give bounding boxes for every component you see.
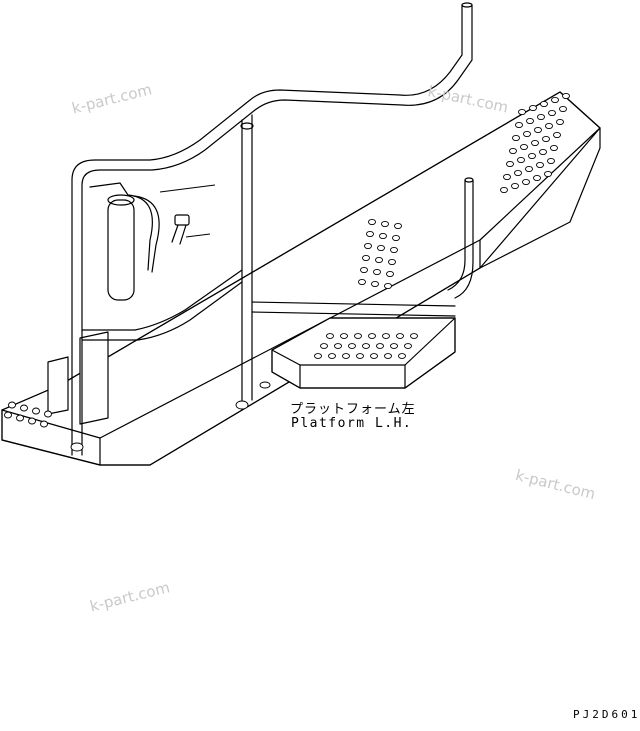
perforation-hole	[334, 343, 342, 349]
perforation-hole	[371, 280, 379, 288]
perforation-hole	[376, 343, 384, 349]
perforation-hole	[529, 104, 537, 112]
callout-english: Platform L.H.	[291, 416, 413, 431]
handrail	[70, 2, 474, 456]
perforation-hole	[362, 254, 370, 262]
perforation-hole	[362, 343, 370, 349]
perforation-hole	[544, 170, 552, 178]
perforation-hole	[562, 92, 570, 100]
step-hole-pattern	[314, 333, 418, 359]
perforation-hole	[523, 130, 531, 138]
bolt	[171, 214, 211, 245]
perforation-hole	[32, 407, 40, 415]
perforation-hole	[533, 174, 541, 182]
perforation-hole	[358, 278, 366, 286]
perforation-hole	[515, 121, 523, 129]
perforation-hole	[16, 414, 24, 422]
platform-deck	[1, 91, 601, 466]
perforation-hole	[500, 186, 508, 194]
perforation-hole	[509, 147, 517, 155]
perforation-hole	[531, 139, 539, 147]
perforation-hole	[28, 417, 36, 425]
perforation-hole	[379, 232, 387, 240]
perforation-hole	[548, 109, 556, 117]
perforation-hole	[314, 353, 322, 359]
perforation-hole	[556, 118, 564, 126]
perforation-hole	[503, 173, 511, 181]
perforation-hole	[4, 411, 12, 419]
perforation-hole	[520, 143, 528, 151]
perforation-hole	[517, 156, 525, 164]
perforation-hole	[506, 160, 514, 168]
perforation-hole	[551, 96, 559, 104]
perforation-hole	[360, 266, 368, 274]
perforation-hole	[394, 222, 402, 230]
perforation-hole	[511, 182, 519, 190]
perforation-hole	[404, 343, 412, 349]
perforation-hole	[373, 268, 381, 276]
perforation-hole	[522, 178, 530, 186]
perforation-hole	[550, 144, 558, 152]
perforation-hole	[356, 353, 364, 359]
perforation-hole	[320, 343, 328, 349]
perforation-hole	[382, 333, 390, 339]
front-hole-pattern	[4, 401, 52, 428]
perforation-hole	[388, 258, 396, 266]
perforation-hole	[384, 353, 392, 359]
perforation-hole	[348, 343, 356, 349]
perforation-hole	[540, 100, 548, 108]
perforation-hole	[537, 113, 545, 121]
perforation-hole	[370, 353, 378, 359]
perforation-hole	[512, 134, 520, 142]
perforation-hole	[542, 135, 550, 143]
perforation-hole	[410, 333, 418, 339]
perforation-hole	[340, 333, 348, 339]
perforation-hole	[368, 333, 376, 339]
perforation-hole	[536, 161, 544, 169]
perforation-hole	[396, 333, 404, 339]
perforation-hole	[518, 108, 526, 116]
perforation-hole	[328, 353, 336, 359]
perforation-hole	[559, 105, 567, 113]
perforation-hole	[375, 256, 383, 264]
perforation-hole	[366, 230, 374, 238]
perforation-hole	[354, 333, 362, 339]
bracket-plates	[47, 331, 109, 425]
perforation-hole	[40, 420, 48, 428]
perforation-hole	[364, 242, 372, 250]
perforation-hole	[44, 410, 52, 418]
perforation-hole	[526, 117, 534, 125]
perforation-hole	[525, 165, 533, 173]
perforation-hole	[553, 131, 561, 139]
perforation-hole	[390, 343, 398, 349]
lower-step	[271, 317, 456, 389]
perforation-hole	[381, 220, 389, 228]
perforation-hole	[528, 152, 536, 160]
perforation-hole	[386, 270, 394, 278]
perforation-hole	[514, 169, 522, 177]
perforation-hole	[539, 148, 547, 156]
drawing-code: PJ2D601	[573, 708, 640, 721]
perforation-hole	[368, 218, 376, 226]
deck-hole-pattern	[358, 92, 570, 290]
perforation-hole	[547, 157, 555, 165]
perforation-hole	[390, 246, 398, 254]
perforation-hole	[342, 353, 350, 359]
perforation-hole	[326, 333, 334, 339]
callout-japanese: プラットフォーム左	[290, 402, 416, 417]
perforation-hole	[534, 126, 542, 134]
perforation-hole	[20, 404, 28, 412]
perforation-hole	[8, 401, 16, 409]
perforation-hole	[392, 234, 400, 242]
perforation-hole	[545, 122, 553, 130]
perforation-hole	[398, 353, 406, 359]
perforation-hole	[384, 282, 392, 290]
perforation-hole	[377, 244, 385, 252]
fire-extinguisher	[89, 182, 216, 301]
